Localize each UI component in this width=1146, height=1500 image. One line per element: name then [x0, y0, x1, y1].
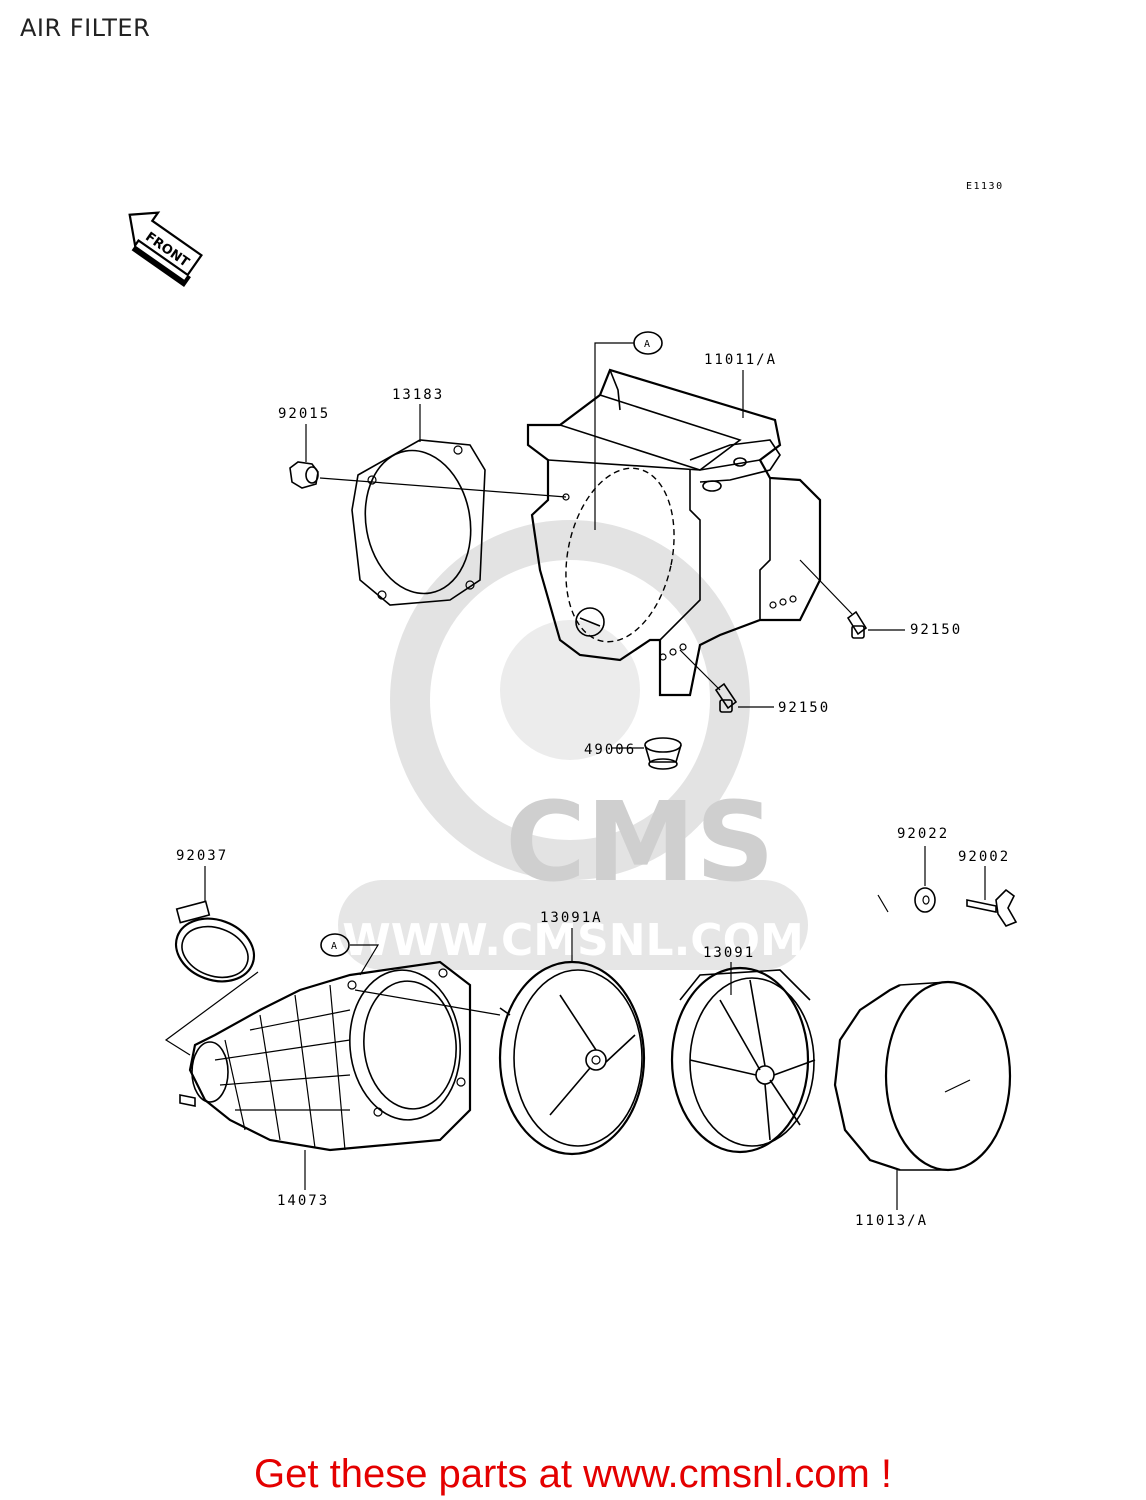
clamp-92037	[174, 900, 256, 983]
wing-bolt-92002	[966, 888, 1018, 927]
part-label-13091: 13091	[703, 945, 755, 961]
filter-element-11013a	[833, 980, 1012, 1172]
part-label-13091a: 13091A	[540, 910, 603, 926]
ref-a-bottom: A	[320, 933, 380, 976]
air-box-housing	[526, 368, 822, 697]
bolt-92150-right	[846, 610, 868, 639]
ref-a-top: A	[594, 331, 663, 530]
part-label-92150-right: 92150	[910, 622, 962, 638]
bolt-92150-lower	[714, 682, 738, 713]
front-arrow-icon: FRONT	[128, 211, 203, 288]
gasket-13183	[351, 439, 486, 606]
promo-banner[interactable]: Get these parts at www.cmsnl.com !	[254, 1452, 892, 1496]
page-title: AIR FILTER	[20, 14, 151, 42]
part-label-11011a: 11011/A	[704, 352, 777, 368]
part-label-14073: 14073	[277, 1193, 329, 1209]
intake-duct-14073	[179, 960, 472, 1152]
diagram-code: E1130	[966, 181, 1004, 192]
ref-a-top-label: A	[644, 339, 652, 350]
part-label-92150-lower: 92150	[778, 700, 830, 716]
nut-92015	[289, 461, 319, 489]
part-label-92002: 92002	[958, 849, 1010, 865]
part-label-92037: 92037	[176, 848, 228, 864]
washer-92022	[914, 887, 936, 913]
part-label-49006: 49006	[584, 742, 636, 758]
watermark-brand: CMS	[505, 778, 774, 906]
filter-cage-13091	[670, 966, 816, 1154]
ref-a-bottom-label: A	[331, 941, 339, 952]
grommet-49006	[644, 737, 682, 770]
back-plate-13091a	[498, 960, 646, 1156]
part-label-92015: 92015	[278, 406, 330, 422]
part-label-92022: 92022	[897, 826, 949, 842]
part-label-11013a: 11013/A	[855, 1213, 928, 1229]
part-label-13183: 13183	[392, 387, 444, 403]
watermark-url: WWW.CMSNL.COM	[342, 915, 804, 966]
cms-watermark: CMS WWW.CMSNL.COM	[338, 520, 808, 970]
